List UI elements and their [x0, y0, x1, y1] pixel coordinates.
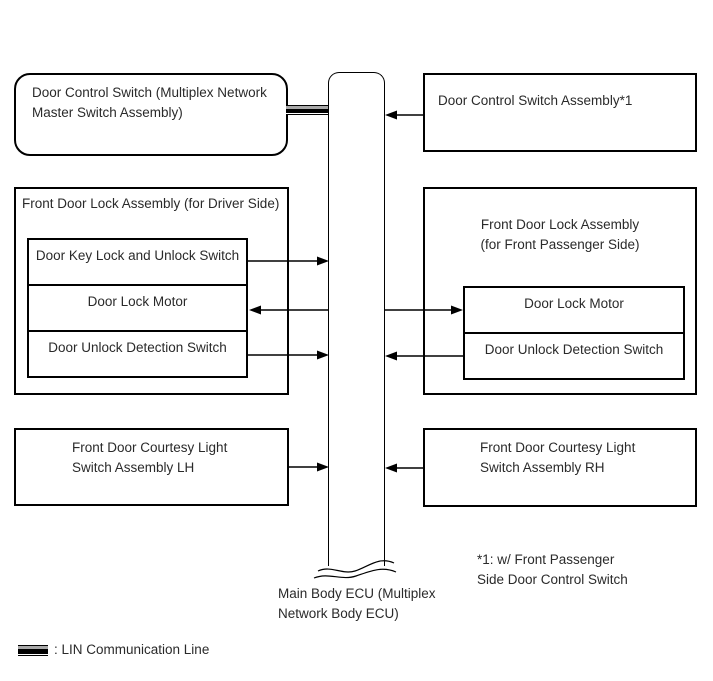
lin-communication-line [286, 105, 329, 115]
main-body-ecu-bar [328, 72, 385, 566]
node-door-unlock-detection-switch-rh: Door Unlock Detection Switch [463, 332, 685, 380]
node-courtesy-light-switch-lh: Front Door Courtesy Light Switch Assembl… [14, 428, 289, 506]
arrow-switch-assembly-to-ecu [385, 110, 423, 120]
lin-line-legend-sample [18, 645, 48, 656]
node-door-lock-motor-lh: Door Lock Motor [27, 284, 248, 332]
passenger-assembly-title: Front Door Lock Assembly (for Front Pass… [480, 217, 640, 252]
driver-assembly-title: Front Door Lock Assembly (for Driver Sid… [22, 196, 280, 211]
main-body-ecu-label: Main Body ECU (Multiplex Network Body EC… [278, 586, 436, 621]
node-courtesy-light-switch-rh: Front Door Courtesy Light Switch Assembl… [423, 428, 697, 507]
footnote: *1: w/ Front Passenger Side Door Control… [477, 552, 628, 587]
passenger-assembly-components: Door Lock Motor Door Unlock Detection Sw… [463, 286, 685, 380]
arrow-courtesy-rh-to-ecu [385, 463, 423, 473]
lin-line-legend-label: : LIN Communication Line [54, 642, 210, 657]
node-door-control-switch-assembly: Door Control Switch Assembly*1 [423, 73, 697, 152]
node-door-unlock-detection-switch-lh: Door Unlock Detection Switch [27, 330, 248, 378]
arrow-courtesy-lh-to-ecu [289, 462, 329, 472]
driver-assembly-components: Door Key Lock and Unlock Switch Door Loc… [27, 238, 248, 378]
node-door-lock-motor-rh: Door Lock Motor [463, 286, 685, 334]
node-door-key-lock-unlock-switch: Door Key Lock and Unlock Switch [27, 238, 248, 286]
node-door-control-master-switch: Door Control Switch (Multiplex Network M… [14, 73, 288, 156]
